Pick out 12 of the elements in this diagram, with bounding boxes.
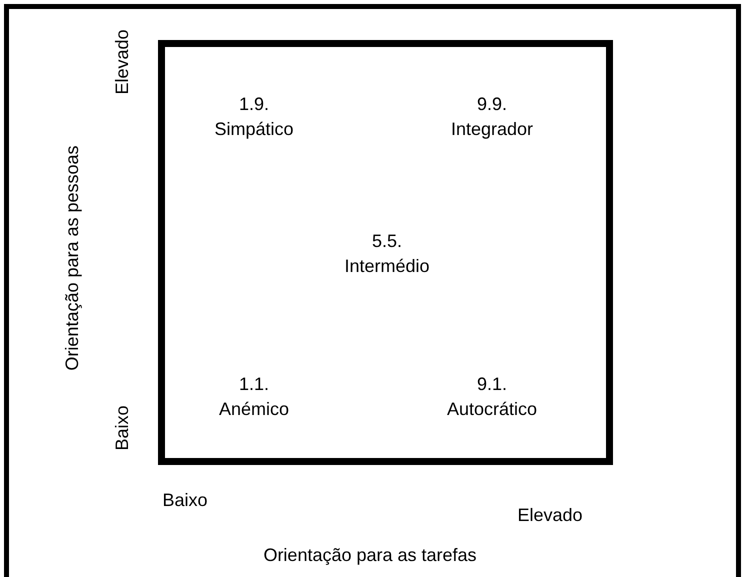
- style-label: 5.5. Intermédio: [344, 230, 430, 278]
- style-label: 1.9. Simpático: [214, 93, 294, 141]
- axis-label: Elevado: [111, 29, 133, 95]
- style-label: 9.1. Autocrático: [446, 373, 538, 421]
- axis-label: Orientação para as pessoas: [61, 145, 83, 371]
- axis-label: Baixo: [162, 489, 208, 511]
- style-label: 9.9. Integrador: [450, 93, 534, 141]
- axis-label: Baixo: [111, 405, 133, 451]
- style-label: 1.1. Anémico: [218, 373, 290, 421]
- grid-square: [158, 40, 613, 465]
- axis-label: Elevado: [517, 504, 583, 526]
- axis-label: Orientação para as tarefas: [263, 544, 477, 566]
